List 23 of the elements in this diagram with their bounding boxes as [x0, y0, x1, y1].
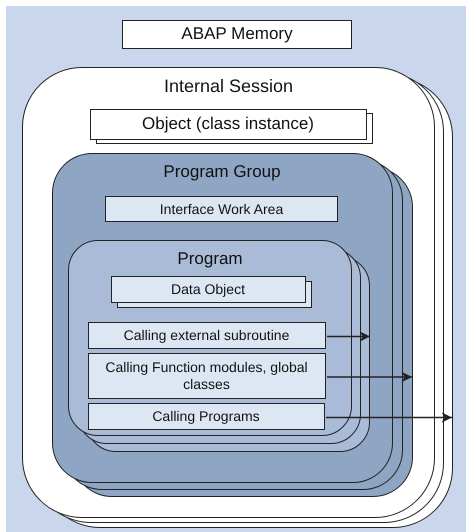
program-card — [68, 240, 352, 436]
box-title: Interface Work Area — [158, 200, 284, 218]
data-object-box — [110, 276, 306, 302]
process-box — [88, 402, 324, 430]
box-title: Object (class instance) — [141, 114, 315, 134]
arrow — [327, 372, 412, 382]
box-title: Calling external subroutine — [122, 326, 290, 344]
box-title: Internal Session — [162, 76, 294, 98]
box-title: Calling Function modules, global classes — [104, 358, 309, 392]
process-box — [88, 352, 326, 398]
box-title: Calling Programs — [151, 408, 261, 424]
process-box — [105, 196, 338, 222]
session-card — [22, 67, 435, 518]
process-box — [88, 322, 326, 348]
box-title: Program Group — [162, 162, 282, 182]
box-title: Data Object — [170, 280, 246, 298]
box-title: Program — [176, 249, 244, 270]
memory-box — [122, 20, 352, 49]
arrow — [326, 412, 452, 423]
program-group-card — [52, 152, 392, 482]
object-box — [90, 108, 366, 140]
box-title: ABAP Memory — [180, 24, 294, 45]
arrow — [327, 331, 370, 342]
